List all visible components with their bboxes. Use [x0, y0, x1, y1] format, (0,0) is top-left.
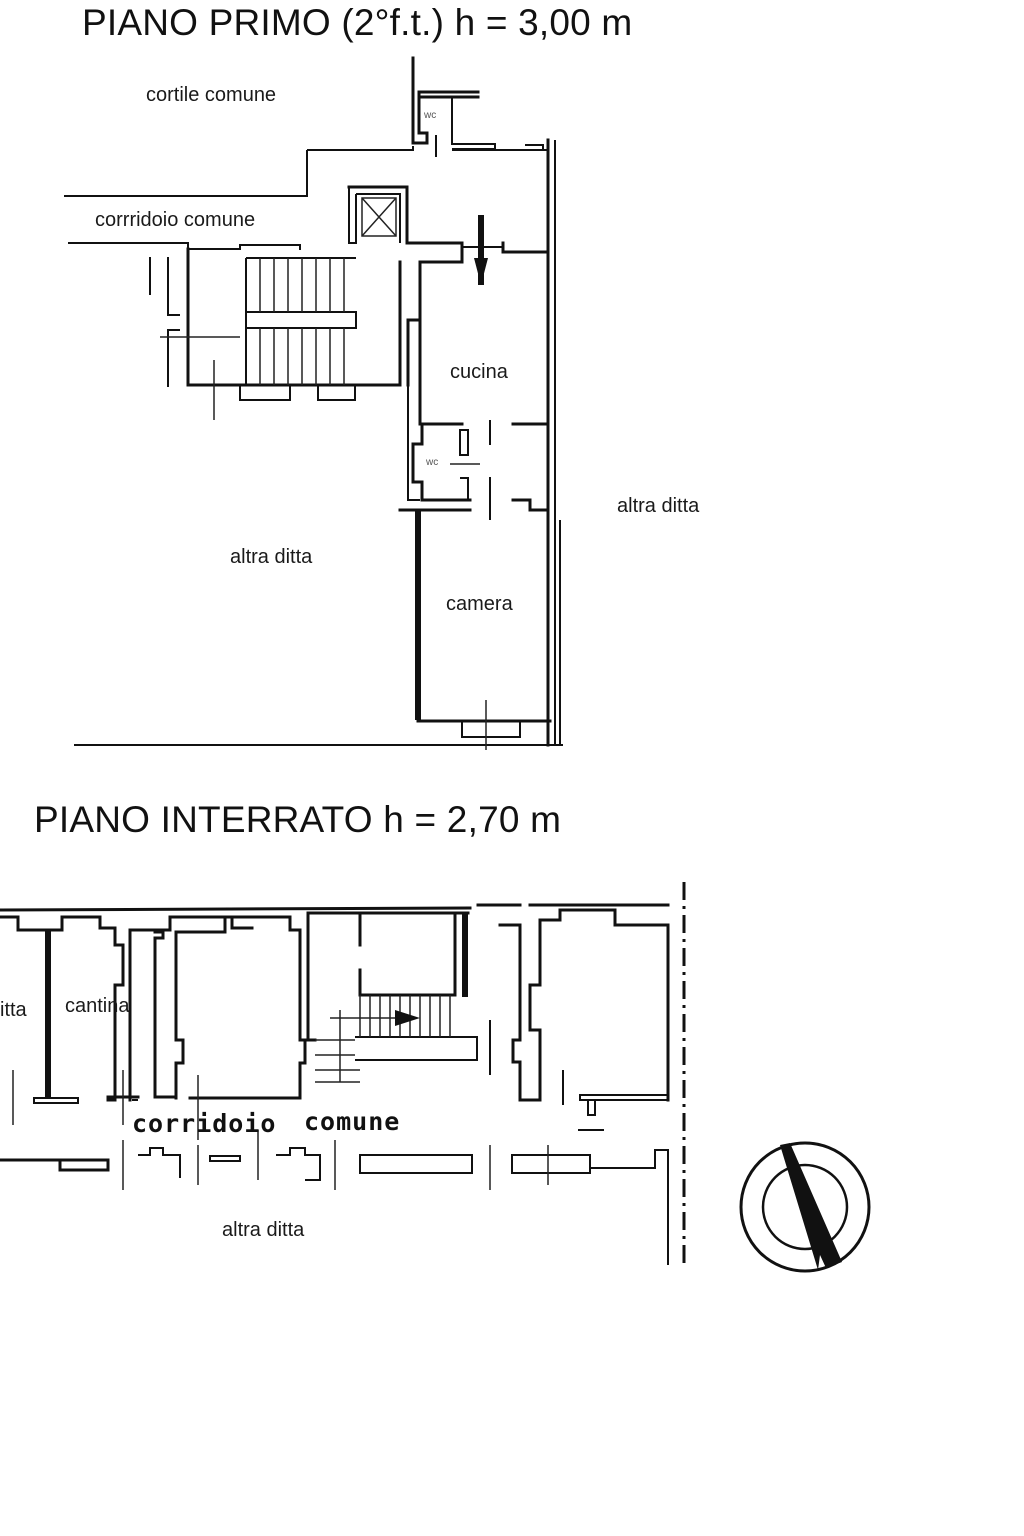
room-label-cortile-comune: cortile comune	[146, 84, 277, 106]
room-label-cantina: cantina	[65, 995, 130, 1017]
room-label-cucina: cucina	[450, 361, 508, 383]
room-label-wc-top: wc	[424, 110, 437, 121]
first-floor-plan	[64, 56, 563, 750]
room-label-corridoio: corridoio	[132, 1109, 277, 1138]
north-arrow-icon	[739, 1141, 871, 1273]
room-label-camera: camera	[446, 593, 513, 615]
room-label-corridoio-comune: corrridoio comune	[95, 209, 256, 231]
room-label-comune: comune	[304, 1107, 401, 1136]
basement-title: PIANO INTERRATO h = 2,70 m	[34, 799, 562, 840]
room-label-altra-ditta-partial: itta	[0, 999, 27, 1021]
basement-plan	[0, 882, 686, 1265]
room-label-altra-ditta-bottom: altra ditta	[222, 1219, 305, 1241]
first-floor-title: PIANO PRIMO (2°f.t.) h = 3,00 m	[82, 2, 633, 43]
room-label-wc-mid: wc	[426, 457, 439, 468]
room-label-altra-ditta-left: altra ditta	[230, 546, 313, 568]
room-label-altra-ditta-right: altra ditta	[617, 495, 700, 517]
